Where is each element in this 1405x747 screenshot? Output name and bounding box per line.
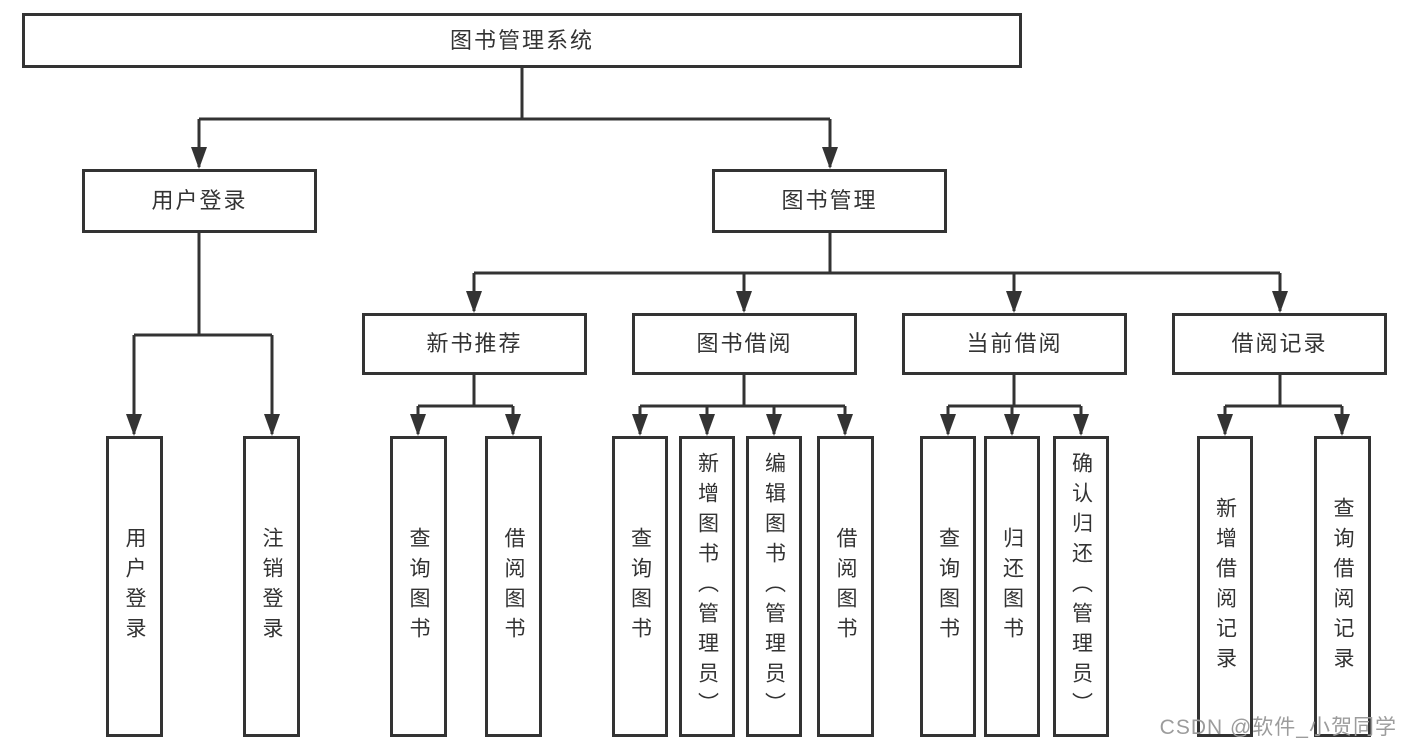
node-root: 图书管理系统 bbox=[22, 13, 1022, 68]
arrowhead-icon bbox=[126, 414, 142, 436]
node-label: 归还图书 bbox=[1000, 526, 1024, 647]
node-label: 借阅记录 bbox=[1231, 331, 1328, 356]
arrowhead-icon bbox=[191, 147, 207, 169]
node-query-books-1: 查询图书 bbox=[390, 436, 447, 737]
node-label: 查询借阅记录 bbox=[1331, 496, 1354, 677]
node-book-management: 图书管理 bbox=[712, 169, 947, 233]
node-label: 新增图书（管理员） bbox=[695, 451, 719, 722]
node-logout-action: 注销登录 bbox=[243, 436, 300, 737]
node-label: 确认归还（管理员） bbox=[1069, 451, 1093, 722]
arrowhead-icon bbox=[264, 414, 280, 436]
node-current-borrowing: 当前借阅 bbox=[902, 313, 1127, 375]
arrowhead-icon bbox=[736, 291, 752, 313]
arrowhead-icon bbox=[466, 291, 482, 313]
node-query-borrow-record: 查询借阅记录 bbox=[1314, 436, 1371, 737]
node-borrowing-records: 借阅记录 bbox=[1172, 313, 1387, 375]
arrowhead-icon bbox=[1217, 414, 1233, 436]
node-label: 查询图书 bbox=[628, 526, 652, 647]
arrowhead-icon bbox=[699, 414, 715, 436]
node-return-books: 归还图书 bbox=[984, 436, 1040, 737]
node-edit-books-admin: 编辑图书（管理员） bbox=[746, 436, 802, 737]
arrowhead-icon bbox=[940, 414, 956, 436]
node-label: 图书管理 bbox=[781, 188, 878, 213]
node-book-borrowing: 图书借阅 bbox=[632, 313, 857, 375]
arrowhead-icon bbox=[1334, 414, 1350, 436]
node-user-login-action: 用户登录 bbox=[106, 436, 163, 737]
arrowhead-icon bbox=[766, 414, 782, 436]
node-label: 用户登录 bbox=[151, 188, 248, 213]
node-label: 注销登录 bbox=[260, 526, 283, 647]
node-query-books-3: 查询图书 bbox=[920, 436, 976, 737]
arrowhead-icon bbox=[1006, 291, 1022, 313]
node-label: 用户登录 bbox=[123, 526, 146, 647]
node-label: 新书推荐 bbox=[426, 331, 523, 356]
arrowhead-icon bbox=[822, 147, 838, 169]
arrowhead-icon bbox=[1073, 414, 1089, 436]
arrowhead-icon bbox=[632, 414, 648, 436]
node-label: 图书借阅 bbox=[696, 331, 793, 356]
arrowhead-icon bbox=[837, 414, 853, 436]
node-label: 借阅图书 bbox=[502, 526, 525, 647]
arrowhead-icon bbox=[1272, 291, 1288, 313]
arrowhead-icon bbox=[505, 414, 521, 436]
arrowhead-icon bbox=[410, 414, 426, 436]
node-new-book-recommend: 新书推荐 bbox=[362, 313, 587, 375]
node-add-borrow-record: 新增借阅记录 bbox=[1197, 436, 1253, 737]
node-confirm-return-admin: 确认归还（管理员） bbox=[1053, 436, 1109, 737]
node-label: 图书管理系统 bbox=[449, 27, 594, 53]
node-label: 查询图书 bbox=[936, 526, 960, 647]
node-borrow-books-2: 借阅图书 bbox=[817, 436, 874, 737]
node-borrow-books-1: 借阅图书 bbox=[485, 436, 542, 737]
node-label: 新增借阅记录 bbox=[1213, 496, 1237, 677]
node-label: 编辑图书（管理员） bbox=[762, 451, 786, 722]
node-label: 借阅图书 bbox=[834, 526, 857, 647]
node-user-login: 用户登录 bbox=[82, 169, 317, 233]
node-label: 查询图书 bbox=[407, 526, 430, 647]
node-label: 当前借阅 bbox=[966, 331, 1063, 356]
arrowhead-icon bbox=[1004, 414, 1020, 436]
node-add-books-admin: 新增图书（管理员） bbox=[679, 436, 735, 737]
node-query-books-2: 查询图书 bbox=[612, 436, 668, 737]
